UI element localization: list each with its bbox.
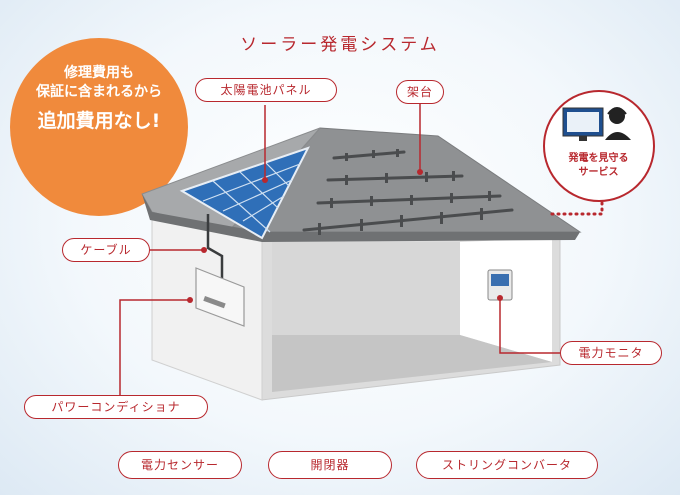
label-mount: 架台 (396, 80, 444, 104)
monitoring-service-line-2: サービス (578, 167, 619, 178)
solar-panel (179, 146, 311, 240)
bottom-label-power-sensor: 電力センサー (118, 451, 242, 479)
bottom-label-switch: 開閉器 (268, 451, 392, 479)
bottom-label-string-converter: ストリングコンバータ (416, 451, 598, 479)
leader-lines (119, 104, 560, 396)
badge-line-3: 追加費用なし! (37, 110, 161, 132)
badge-line-1: 修理費用も (64, 65, 134, 81)
warranty-badge: 修理費用も 保証に含まれるから 追加費用なし! (10, 38, 188, 216)
house-interior-floor (272, 335, 552, 392)
monitoring-service-line-1: 発電を見守る (568, 153, 629, 164)
cable (206, 214, 224, 292)
badge-line-2: 保証に含まれるから (36, 84, 162, 100)
label-power-conditioner: パワーコンディショナ (24, 395, 208, 419)
page-title: ソーラー発電システム (240, 35, 440, 55)
label-solar-panel: 太陽電池パネル (195, 78, 337, 102)
house-interior-back (272, 242, 460, 335)
label-cable: ケーブル (62, 238, 150, 262)
monitoring-service-circle: 発電を見守る サービス (543, 90, 655, 202)
mount-brackets (318, 149, 491, 235)
service-connector (550, 198, 604, 216)
monitoring-service-text: 発電を見守る サービス (545, 152, 652, 180)
roof-fascia (142, 194, 580, 242)
operator-icon (562, 107, 631, 141)
power-conditioner (195, 267, 245, 327)
label-power-monitor: 電力モニタ (560, 341, 662, 365)
solar-panel-grid (202, 162, 301, 233)
